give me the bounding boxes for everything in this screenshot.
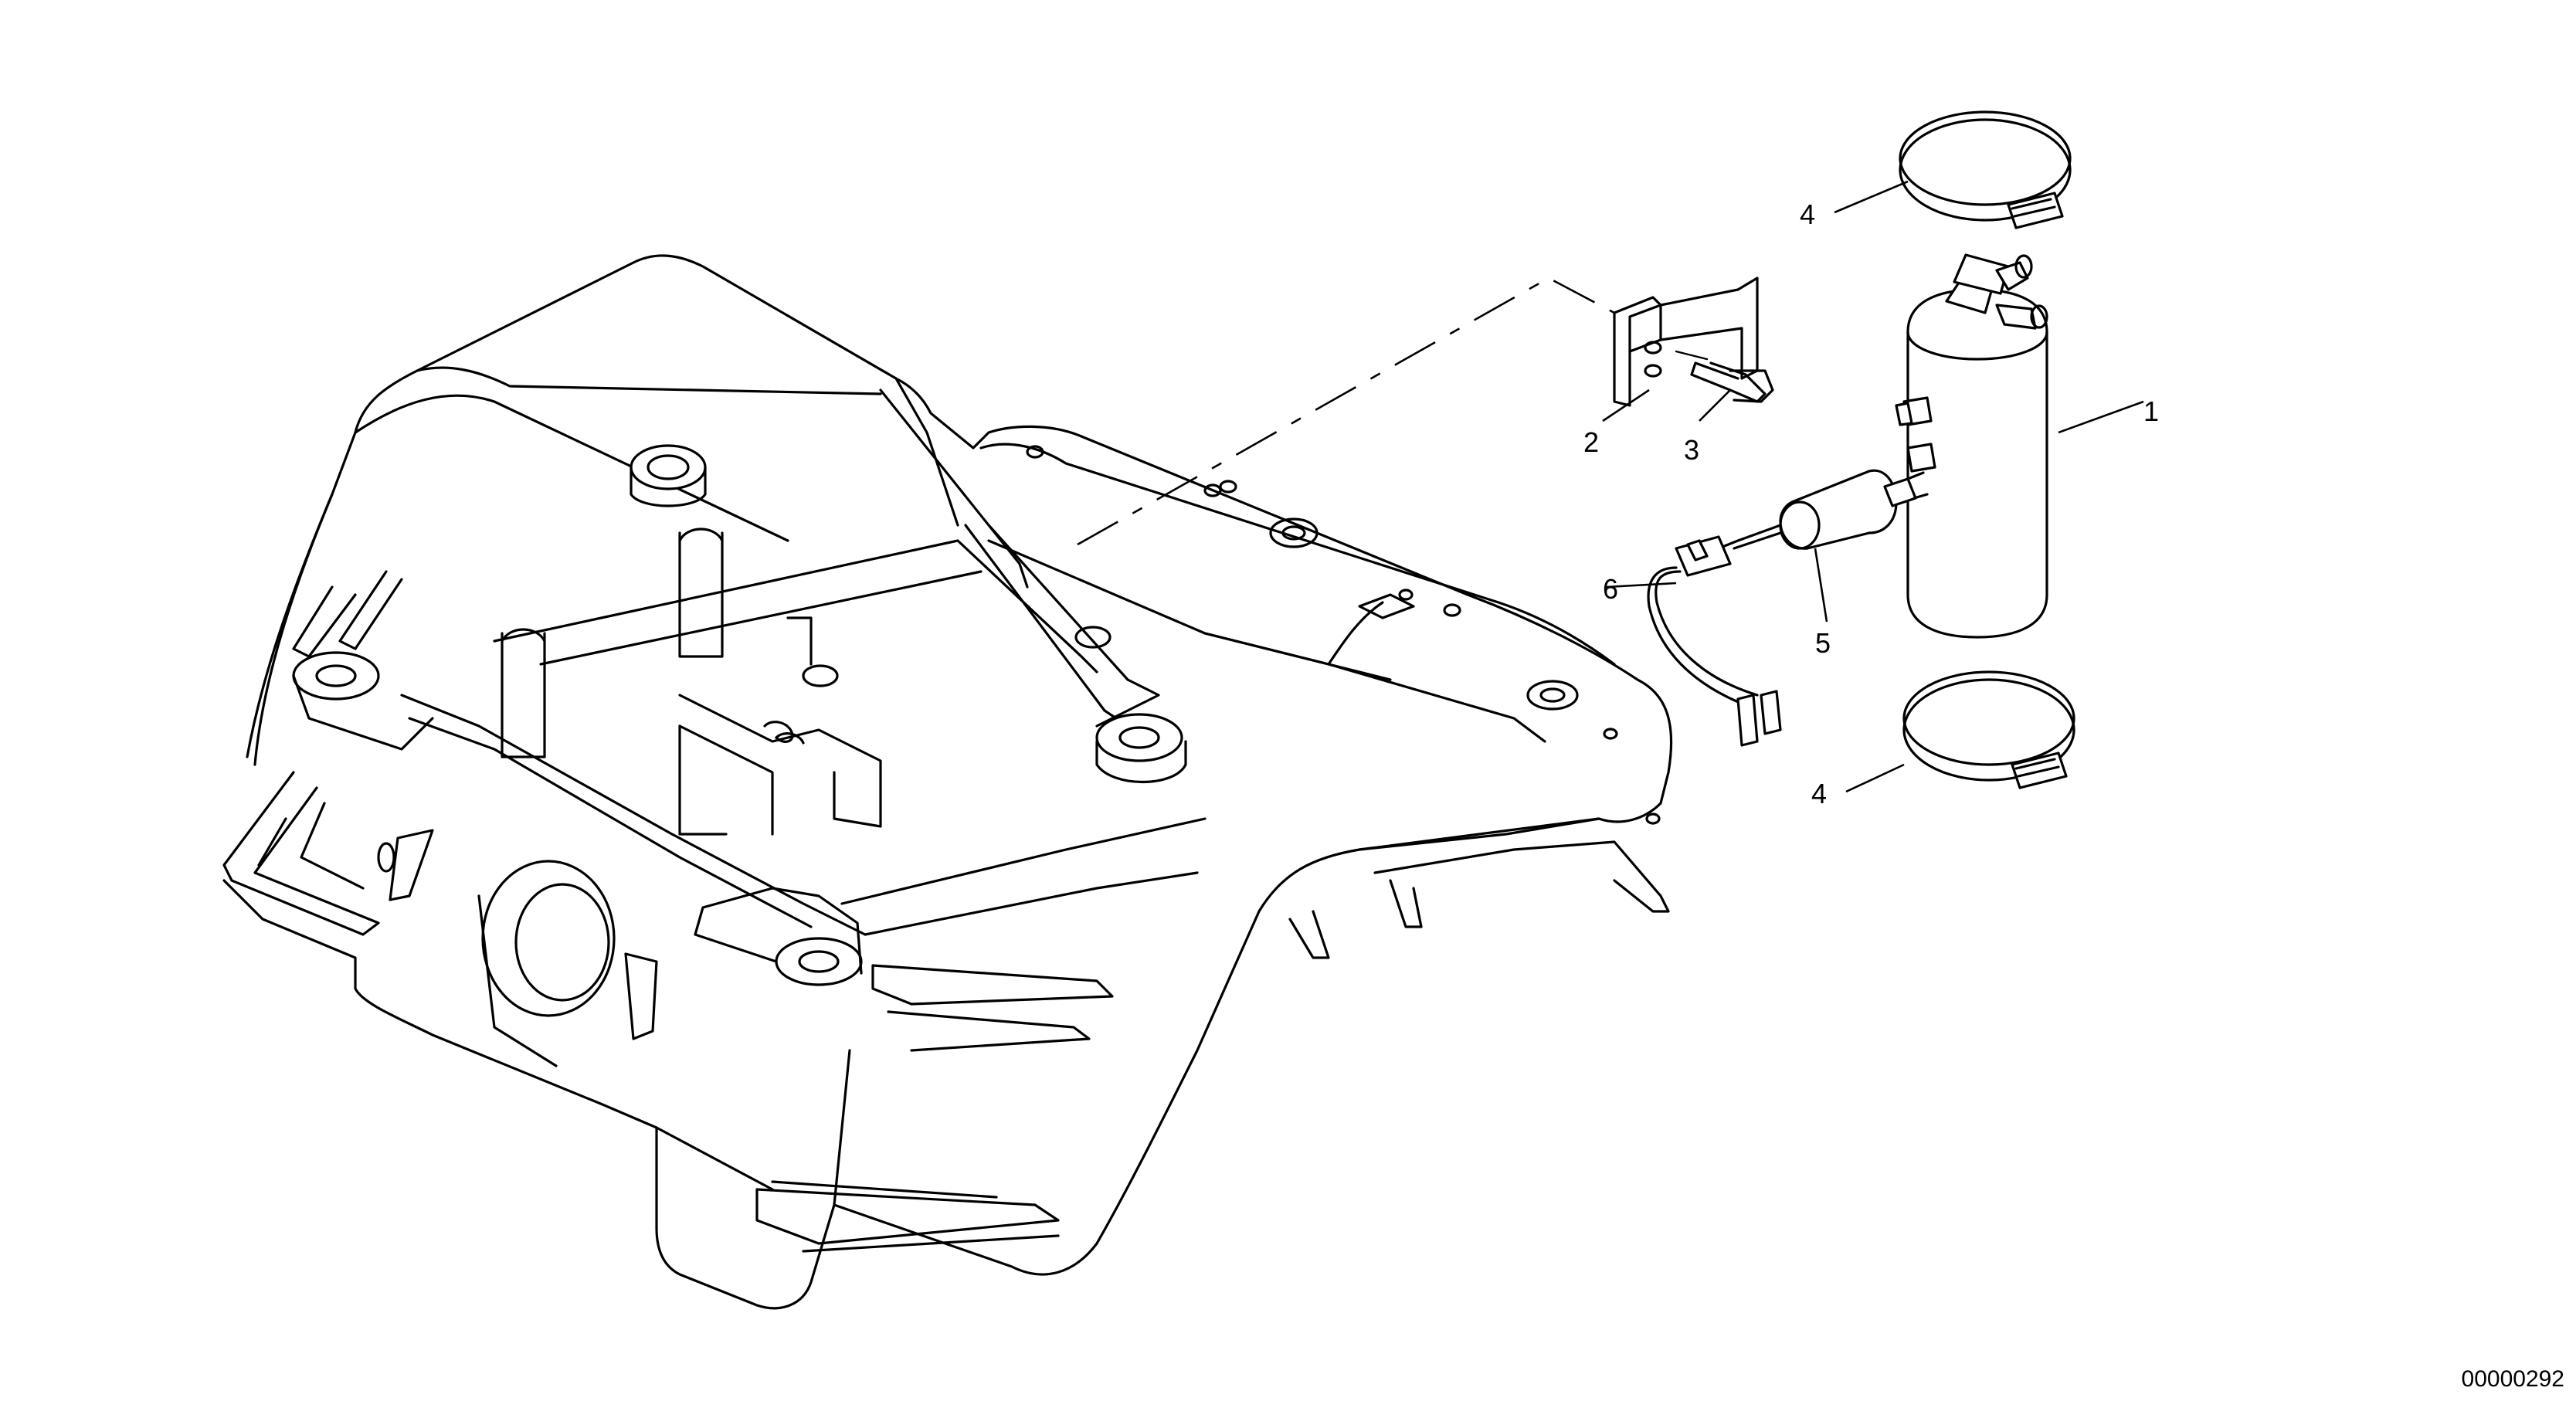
part-3-bolt bbox=[1675, 350, 1774, 403]
part-6-wire-harness bbox=[1647, 524, 1782, 747]
callout-1: 1 bbox=[2143, 395, 2159, 427]
alignment-dash-line bbox=[1077, 277, 1615, 546]
part-1-receiver-drier bbox=[1895, 253, 2048, 639]
callout-2: 2 bbox=[1583, 426, 1599, 458]
front-hub-ring bbox=[481, 860, 616, 1017]
mount-boss-right bbox=[1095, 713, 1183, 762]
callout-4-top: 4 bbox=[1800, 198, 1815, 230]
callout-6: 6 bbox=[1603, 573, 1618, 605]
callout-3: 3 bbox=[1684, 434, 1699, 466]
leader-4-bottom bbox=[1845, 763, 1905, 793]
leader-6 bbox=[1606, 582, 1677, 589]
part-4-hose-clamp-bottom bbox=[1902, 670, 2075, 789]
leader-2 bbox=[1602, 388, 1650, 422]
callout-5: 5 bbox=[1815, 627, 1831, 659]
leader-3 bbox=[1699, 389, 1731, 422]
leader-5 bbox=[1814, 548, 1828, 623]
part-5-pressure-switch bbox=[1779, 469, 1929, 550]
callout-4-bottom: 4 bbox=[1811, 778, 1827, 809]
leader-4-top bbox=[1834, 180, 1909, 214]
main-frame-housing bbox=[222, 254, 1673, 1310]
mount-boss-left bbox=[292, 651, 380, 701]
mount-boss-bottom bbox=[775, 937, 863, 986]
leader-lines bbox=[1602, 180, 2144, 793]
mount-boss-top bbox=[630, 444, 707, 490]
part-4-hose-clamp-top bbox=[1899, 110, 2072, 229]
document-number: 00000292 bbox=[2462, 1366, 2564, 1392]
leader-1 bbox=[2058, 400, 2144, 434]
part-2-bracket bbox=[1613, 277, 1759, 407]
